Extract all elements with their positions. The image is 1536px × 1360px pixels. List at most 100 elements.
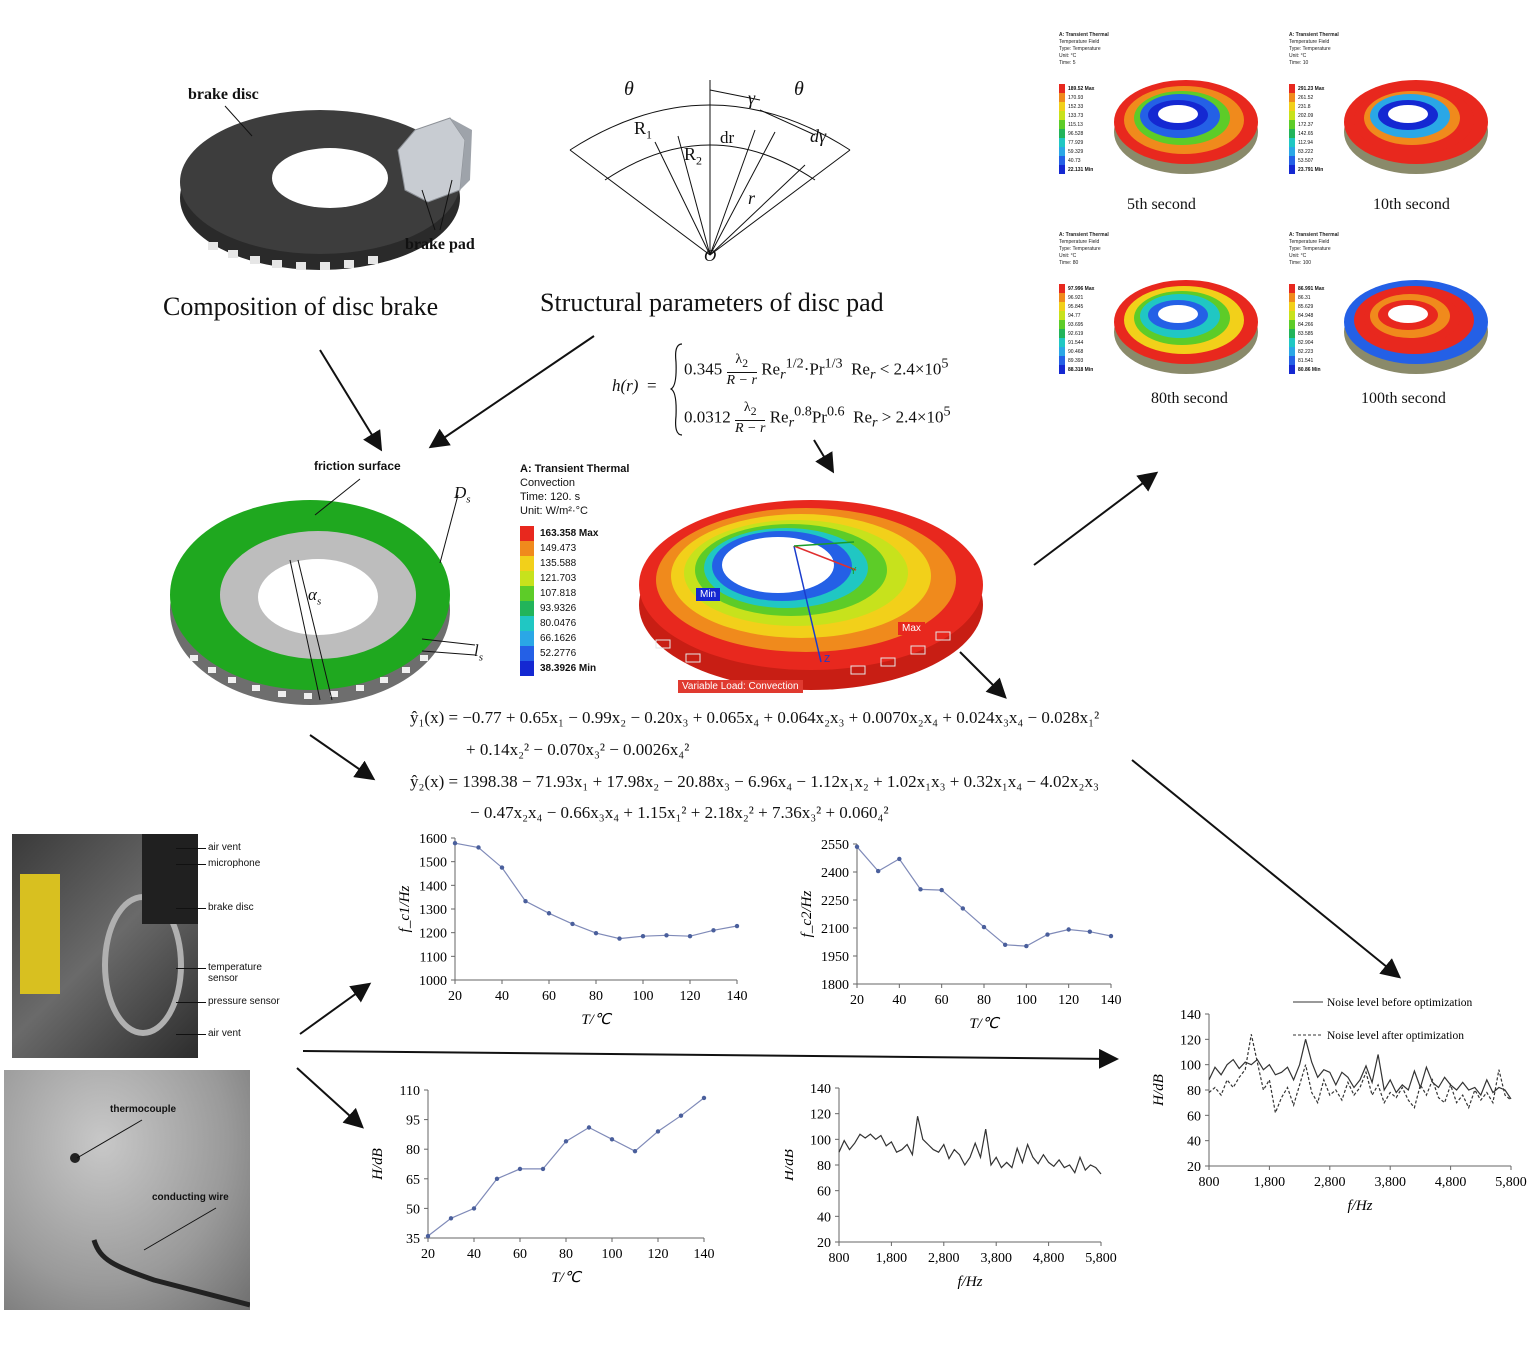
- legend-swatch: [1059, 165, 1065, 174]
- x-tick-label: 800: [1199, 1175, 1220, 1190]
- legend-value: 89.393: [1068, 357, 1084, 364]
- data-point: [632, 1148, 638, 1154]
- snapshot-header-line: Unit: °C: [1289, 53, 1307, 59]
- legend-swatch: [1059, 293, 1065, 302]
- snapshot-header-line: Type: Temperature: [1059, 46, 1101, 52]
- data-point: [586, 1125, 592, 1130]
- data-point: [734, 923, 740, 929]
- snapshot-header-line: A: Transient Thermal: [1289, 232, 1339, 238]
- convection-type: Convection: [520, 477, 576, 489]
- alpha-label: αs: [308, 585, 322, 608]
- data-point: [701, 1095, 707, 1101]
- h-lhs: h(r) =: [612, 376, 657, 395]
- legend-swatch: [1059, 329, 1065, 338]
- data-point: [617, 936, 622, 941]
- snapshot-legend-row: 189.52 Max: [1059, 84, 1094, 93]
- snapshot-header-line: A: Transient Thermal: [1059, 32, 1109, 38]
- legend-value: 83.222: [1298, 148, 1314, 155]
- snapshot-legend-row: 96.528: [1059, 129, 1094, 138]
- convection-legend-row: 52.2776: [520, 646, 640, 661]
- theta-left-label: θ: [624, 78, 634, 100]
- snapshot-legend-row: 59.329: [1059, 147, 1094, 156]
- data-point: [918, 887, 923, 892]
- series-line: [838, 1116, 1102, 1175]
- snapshot-legend-row: 152.33: [1059, 102, 1094, 111]
- legend-swatch: [1289, 284, 1295, 293]
- legend-label: Noise level after optimization: [1327, 1030, 1464, 1042]
- legend-swatch: [1289, 102, 1295, 111]
- brake-disc-illustration: [180, 105, 472, 270]
- x-tick-label: 60: [542, 989, 556, 1004]
- snapshot-legend-row: 112.94: [1289, 138, 1324, 147]
- x-tick-label: 40: [467, 1247, 481, 1262]
- snapshot-legend-row: 93.695: [1059, 320, 1094, 329]
- legend-value: 92.619: [1068, 330, 1084, 337]
- legend-swatch: [1059, 84, 1065, 93]
- y-tick-label: 80: [1187, 1084, 1201, 1099]
- snapshot-legend-row: 115.13: [1059, 120, 1094, 129]
- legend-swatch: [1059, 138, 1065, 147]
- y-tick-label: 60: [1187, 1109, 1201, 1124]
- x-tick-label: 80: [589, 989, 603, 1004]
- convection-legend-row: 93.9326: [520, 601, 640, 616]
- snapshot-legend-row: 83.222: [1289, 147, 1324, 156]
- legend-value: 189.52 Max: [1068, 85, 1095, 92]
- legend-value: 96.528: [1068, 130, 1084, 137]
- data-point: [1066, 927, 1071, 932]
- snapshot-disc: [1344, 80, 1488, 174]
- legend-swatch: [520, 556, 534, 571]
- snapshot-legend-row: 89.393: [1059, 356, 1094, 365]
- snapshot-legend-row: 91.544: [1059, 338, 1094, 347]
- x-tick-label: 100: [602, 1247, 623, 1262]
- legend-swatch: [1059, 120, 1065, 129]
- x-tick-label: 80: [977, 993, 991, 1008]
- ds-label: Ds: [454, 483, 471, 506]
- legend-value: 121.703: [540, 573, 577, 584]
- snapshot-legend-row: 23.791 Min: [1289, 165, 1324, 174]
- snapshot-header-line: Time: 100: [1289, 260, 1312, 266]
- convection-title: A: Transient Thermal: [520, 463, 630, 475]
- origin-label: O: [704, 246, 717, 265]
- snapshot-header-line: Time: 80: [1059, 260, 1079, 266]
- x-tick-label: 120: [648, 1247, 669, 1262]
- legend-value: 231.8: [1298, 103, 1311, 110]
- disc-photo-annotations: [76, 1119, 250, 1308]
- data-point: [494, 1176, 500, 1181]
- snapshot-legend-row: 82.223: [1289, 347, 1324, 356]
- legend-value: 202.09: [1298, 112, 1314, 119]
- data-point: [939, 887, 944, 893]
- disc-surface-photo: thermocouple conducting wire: [4, 1070, 250, 1310]
- y2-equation-line1: ŷ₂(x) = 1398.38 − 71.93x₁ + 17.98x₂ − 20…: [410, 772, 1099, 791]
- legend-value: 172.37: [1298, 121, 1314, 128]
- rig-label-leader: [176, 864, 206, 865]
- legend-value: 80.0476: [540, 618, 577, 629]
- snapshot-caption: 100th second: [1361, 390, 1446, 407]
- legend-swatch: [1289, 293, 1295, 302]
- x-tick-label: 40: [892, 993, 906, 1008]
- x-tick-label: 20: [421, 1247, 435, 1262]
- legend-value: 53.507: [1298, 157, 1314, 164]
- legend-swatch: [1289, 329, 1295, 338]
- y-tick-label: 100: [1180, 1059, 1201, 1074]
- snapshot-header-line: Unit: °C: [1059, 53, 1077, 59]
- rig-label: temperature sensor: [208, 962, 262, 984]
- snapshot-header-line: Type: Temperature: [1289, 46, 1331, 52]
- legend-swatch: [1289, 338, 1295, 347]
- legend-swatch: [1059, 129, 1065, 138]
- legend-value: 94.77: [1068, 312, 1081, 319]
- legend-value: 91.544: [1068, 339, 1084, 346]
- x-tick-label: 100: [1016, 993, 1037, 1008]
- conv-axis-z: Z: [824, 654, 831, 665]
- legend-swatch: [1059, 356, 1065, 365]
- rig-label-leader: [176, 1034, 206, 1035]
- h-brace: [670, 343, 683, 436]
- y-tick-label: 20: [1187, 1160, 1201, 1175]
- snapshot-legend-row: 83.585: [1289, 329, 1324, 338]
- legend-value: 82.904: [1298, 339, 1314, 346]
